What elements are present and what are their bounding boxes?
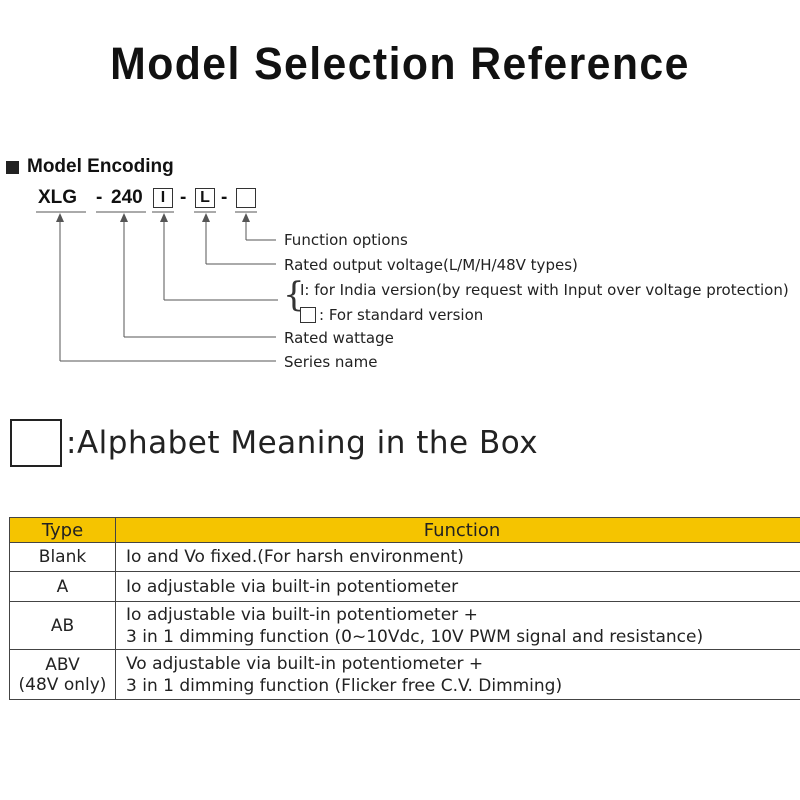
function-cell: Io adjustable via built-in potentiometer…	[115, 601, 800, 650]
dash-3: -	[221, 187, 228, 208]
function-table: Type Function Blank Io and Vo fixed.(For…	[9, 517, 800, 700]
function-line-2: 3 in 1 dimming function (Flicker free C.…	[126, 675, 563, 696]
function-options-label: Function options	[284, 231, 408, 249]
function-line-2: 3 in 1 dimming function (0~10Vdc, 10V PW…	[126, 626, 704, 647]
table-row: AB Io adjustable via built-in potentiome…	[9, 601, 800, 650]
rated-output-voltage-label: Rated output voltage(L/M/H/48V types)	[284, 256, 578, 274]
header-function: Function	[115, 517, 800, 543]
table-row: A Io adjustable via built-in potentiomet…	[9, 571, 800, 602]
wattage-code: 240	[111, 187, 143, 208]
table-row: Blank Io and Vo fixed.(For harsh environ…	[9, 542, 800, 572]
function-cell: Io adjustable via built-in potentiometer	[115, 571, 800, 602]
box-empty	[236, 188, 256, 208]
alphabet-heading: :Alphabet Meaning in the Box	[10, 419, 538, 467]
rated-wattage-label: Rated wattage	[284, 329, 394, 347]
standard-version-label: : For standard version	[319, 306, 484, 324]
box-l: L	[195, 188, 215, 208]
empty-box-icon	[10, 419, 62, 467]
table-row: ABV (48V only) Vo adjustable via built-i…	[9, 649, 800, 700]
brace-icon: {	[283, 275, 305, 315]
india-version-label: I: for India version(by request with Inp…	[300, 281, 789, 299]
type-cell: ABV (48V only)	[9, 649, 116, 700]
function-line-1: Vo adjustable via built-in potentiometer…	[126, 653, 484, 674]
dash-2: -	[180, 187, 187, 208]
type-cell: AB	[9, 601, 116, 650]
dash-1: -	[96, 187, 103, 208]
model-encoding-heading: Model Encoding	[6, 156, 174, 178]
header-type: Type	[9, 517, 116, 543]
function-cell: Vo adjustable via built-in potentiometer…	[115, 649, 800, 700]
model-encoding-label: Model Encoding	[27, 156, 174, 177]
function-line-1: Io adjustable via built-in potentiometer…	[126, 604, 478, 625]
square-bullet-icon	[6, 160, 19, 174]
type-cell: A	[9, 571, 116, 602]
type-line-2: (48V only)	[18, 674, 107, 695]
series-code: XLG	[38, 187, 78, 208]
page-title: Model Selection Reference	[110, 38, 690, 89]
function-cell: Io and Vo fixed.(For harsh environment)	[115, 542, 800, 572]
blank-box-icon	[300, 307, 316, 323]
type-cell: Blank	[9, 542, 116, 572]
series-name-label: Series name	[284, 353, 378, 371]
table-header-row: Type Function	[9, 517, 800, 543]
box-i: I	[153, 188, 173, 208]
alphabet-heading-text: :Alphabet Meaning in the Box	[66, 425, 539, 461]
type-line-1: ABV	[45, 654, 80, 675]
standard-version-row: : For standard version	[300, 306, 483, 324]
